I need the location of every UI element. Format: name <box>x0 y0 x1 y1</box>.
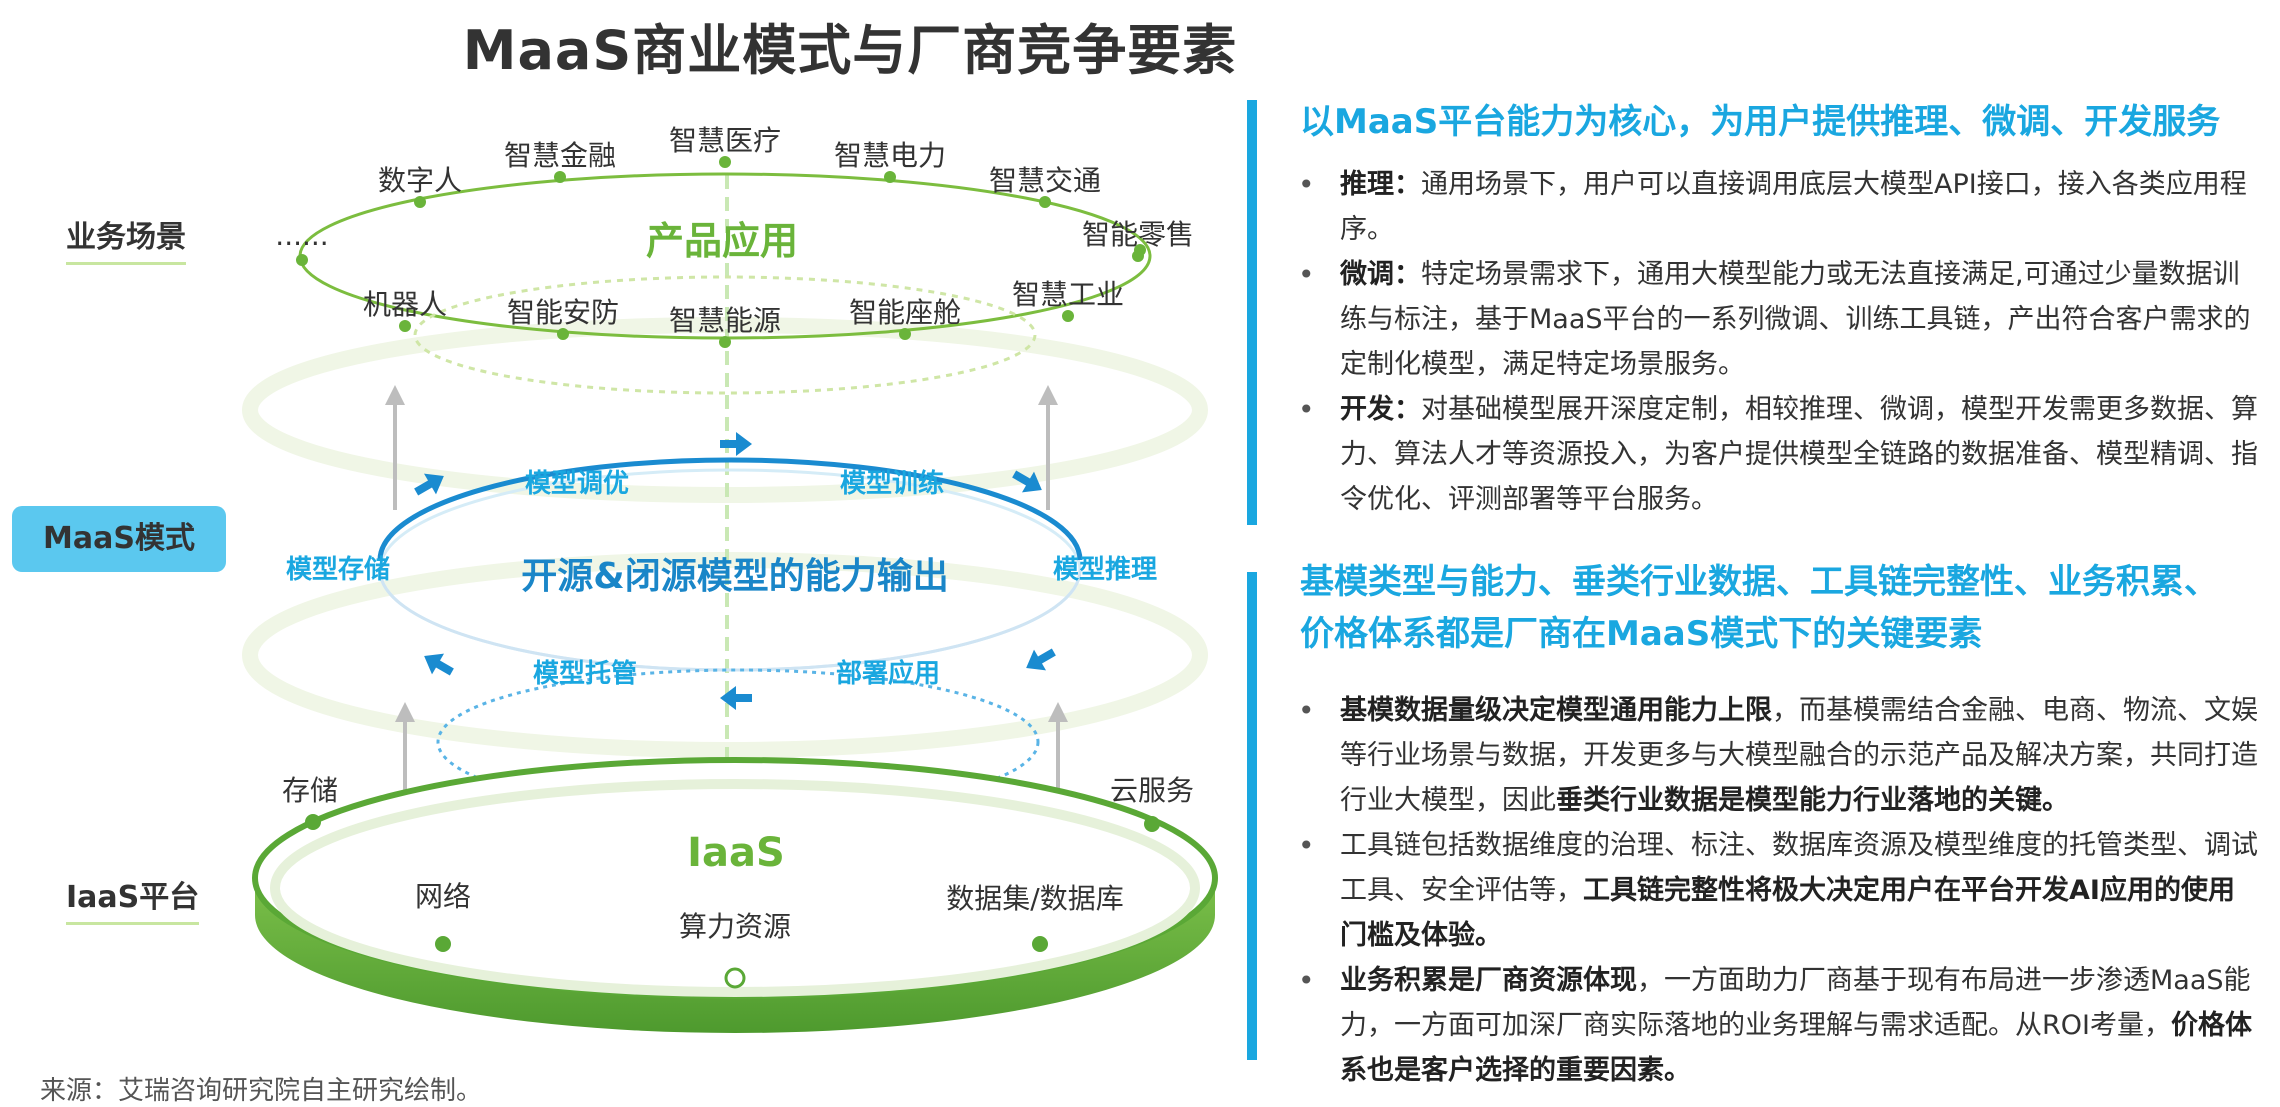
ring-labels: 数字人智慧金融智慧医疗智慧电力智慧交通智能零售......机器人智能安防智慧能源… <box>275 124 1194 989</box>
node-dot <box>884 171 896 183</box>
node-dot <box>1144 816 1160 832</box>
iaas-node: 数据集/数据库 <box>946 882 1123 915</box>
maas-ring-lower <box>436 668 1040 816</box>
iaas-node: 算力资源 <box>679 910 791 943</box>
top-ring-outer-node: 智慧医疗 <box>669 124 781 157</box>
top-ring-inner-node: 智慧工业 <box>1012 278 1124 311</box>
top-ring-outer-node: 智慧金融 <box>504 139 616 172</box>
list-item: 开发：对基础模型展开深度定制，相较推理、微调，模型开发需更多数据、算力、算法人才… <box>1240 387 2280 522</box>
maas-ring-label: 模型存储 <box>286 554 390 585</box>
node-dot <box>1134 244 1146 256</box>
maas-diagram: 数字人智慧金融智慧医疗智慧电力智慧交通智能零售......机器人智能安防智慧能源… <box>242 124 1218 1033</box>
list-item: 工具链包括数据维度的治理、标注、数据库资源及模型维度的托管类型、调试工具、安全评… <box>1240 823 2280 958</box>
list-item: 业务积累是厂商资源体现，一方面助力厂商基于现有布局进一步渗透MaaS能力，一方面… <box>1240 958 2280 1093</box>
top-ring-outer-node: 数字人 <box>378 164 462 197</box>
node-dot <box>305 814 321 830</box>
iaas-disk-side <box>255 878 1215 1033</box>
node-dot <box>1039 196 1051 208</box>
maas-ring-label: 部署应用 <box>836 658 940 689</box>
list-item: 基模数据量级决定模型通用能力上限，而基模需结合金融、电商、物流、文娱等行业场景与… <box>1240 688 2280 823</box>
section1-list: 推理：通用场景下，用户可以直接调用底层大模型API接口，接入各类应用程序。 微调… <box>1240 162 2280 522</box>
top-ring-center-label: 产品应用 <box>646 219 798 263</box>
section2: 基模类型与能力、垂类行业数据、工具链完整性、业务积累、 价格体系都是厂商在Maa… <box>1240 556 2280 1093</box>
node-dot <box>724 967 746 989</box>
iaas-node: 网络 <box>415 880 471 913</box>
flow-arrow-lower-right <box>1026 648 1056 671</box>
label-maas: MaaS模式 <box>12 506 226 572</box>
top-ring-inner <box>413 275 1037 395</box>
node-dot <box>557 328 569 340</box>
maas-ring-arc-bottom <box>378 569 1082 672</box>
flow-arrow-upper-right <box>1012 470 1042 493</box>
node-dot <box>296 254 308 266</box>
top-ring-outer-node: 智慧交通 <box>989 164 1101 197</box>
top-ring-inner-node: 机器人 <box>363 288 447 321</box>
maas-ring-label: 模型推理 <box>1053 555 1157 585</box>
maas-ring-arc-top <box>377 457 1083 561</box>
maas-ring-label: 模型托管 <box>533 659 637 689</box>
top-ring-inner-node: 智能安防 <box>507 296 619 329</box>
iaas-node: 云服务 <box>1110 774 1194 807</box>
page-title: MaaS商业模式与厂商竞争要素 <box>462 19 1238 82</box>
node-dot <box>414 196 426 208</box>
flow-arrow-lower-left <box>424 653 454 676</box>
top-ring-inner-node: 智慧能源 <box>669 304 781 337</box>
flow-arrow-bottom <box>720 686 752 710</box>
iaas-disk-inner-shade <box>270 779 1200 997</box>
section1: 以MaaS平台能力为核心，为用户提供推理、微调、开发服务 推理：通用场景下，用户… <box>1240 96 2280 522</box>
node-dot <box>1062 310 1074 322</box>
section1-heading: 以MaaS平台能力为核心，为用户提供推理、微调、开发服务 <box>1300 102 2221 142</box>
node-dot <box>435 936 451 952</box>
source-note: 来源：艾瑞咨询研究院自主研究绘制。 <box>40 1076 483 1106</box>
maas-ring-label: 模型训练 <box>840 468 944 499</box>
section2-heading: 基模类型与能力、垂类行业数据、工具链完整性、业务积累、 价格体系都是厂商在Maa… <box>1300 562 2218 654</box>
maas-ring-label: 模型调优 <box>525 469 629 499</box>
list-item: 微调：特定场景需求下，通用大模型能力或无法直接满足,可通过少量数据训练与标注，基… <box>1240 252 2280 387</box>
label-business: 业务场景 <box>66 212 186 265</box>
node-dot <box>899 328 911 340</box>
node-dot <box>399 320 411 332</box>
flow-arrow-top <box>720 432 752 456</box>
node-dot <box>719 156 731 168</box>
label-iaas: IaaS平台 <box>66 872 200 925</box>
top-ring-outer-node: 智慧电力 <box>834 139 946 172</box>
node-dot <box>1032 936 1048 952</box>
top-ring-inner-node: 智能座舱 <box>849 296 961 329</box>
iaas-node: 存储 <box>282 774 338 807</box>
section2-list: 基模数据量级决定模型通用能力上限，而基模需结合金融、电商、物流、文娱等行业场景与… <box>1240 688 2280 1093</box>
list-item: 推理：通用场景下，用户可以直接调用底层大模型API接口，接入各类应用程序。 <box>1240 162 2280 252</box>
top-ring-outer-node: ...... <box>275 219 328 252</box>
flow-arrow-upper-left <box>414 473 444 496</box>
iaas-center-label: IaaS <box>687 830 785 876</box>
node-dot <box>719 336 731 348</box>
maas-center-label: 开源&闭源模型的能力输出 <box>521 556 948 597</box>
node-dot <box>554 171 566 183</box>
